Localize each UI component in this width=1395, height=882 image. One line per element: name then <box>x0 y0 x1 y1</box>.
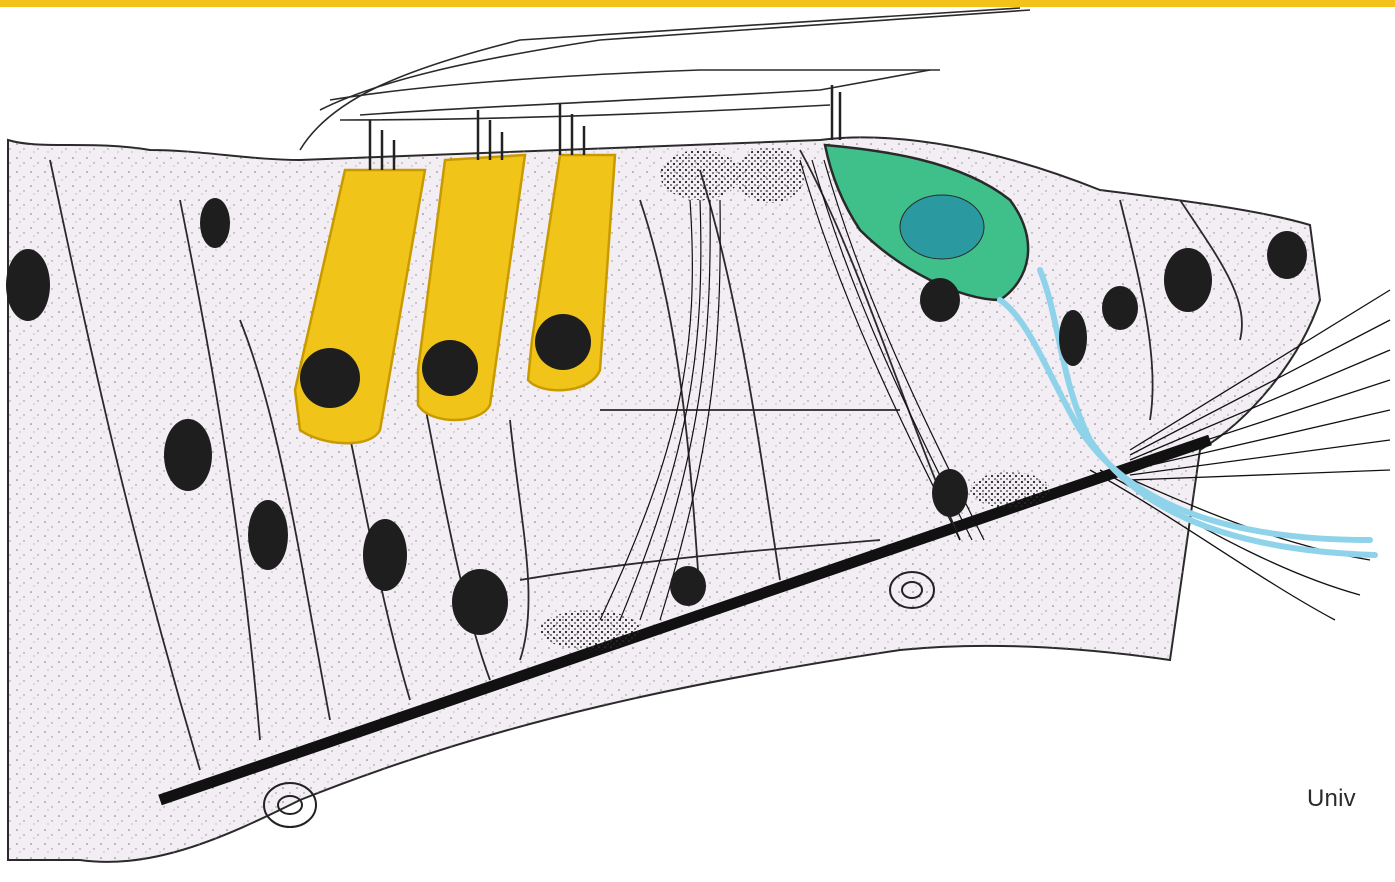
ihc-nucleus <box>900 195 984 259</box>
ohc-nucleus <box>300 348 360 408</box>
ohc-nucleus <box>535 314 591 370</box>
ohc-nucleus <box>422 340 478 396</box>
tectorial-membrane <box>300 8 1030 150</box>
credit-text: Univ <box>1307 785 1356 813</box>
